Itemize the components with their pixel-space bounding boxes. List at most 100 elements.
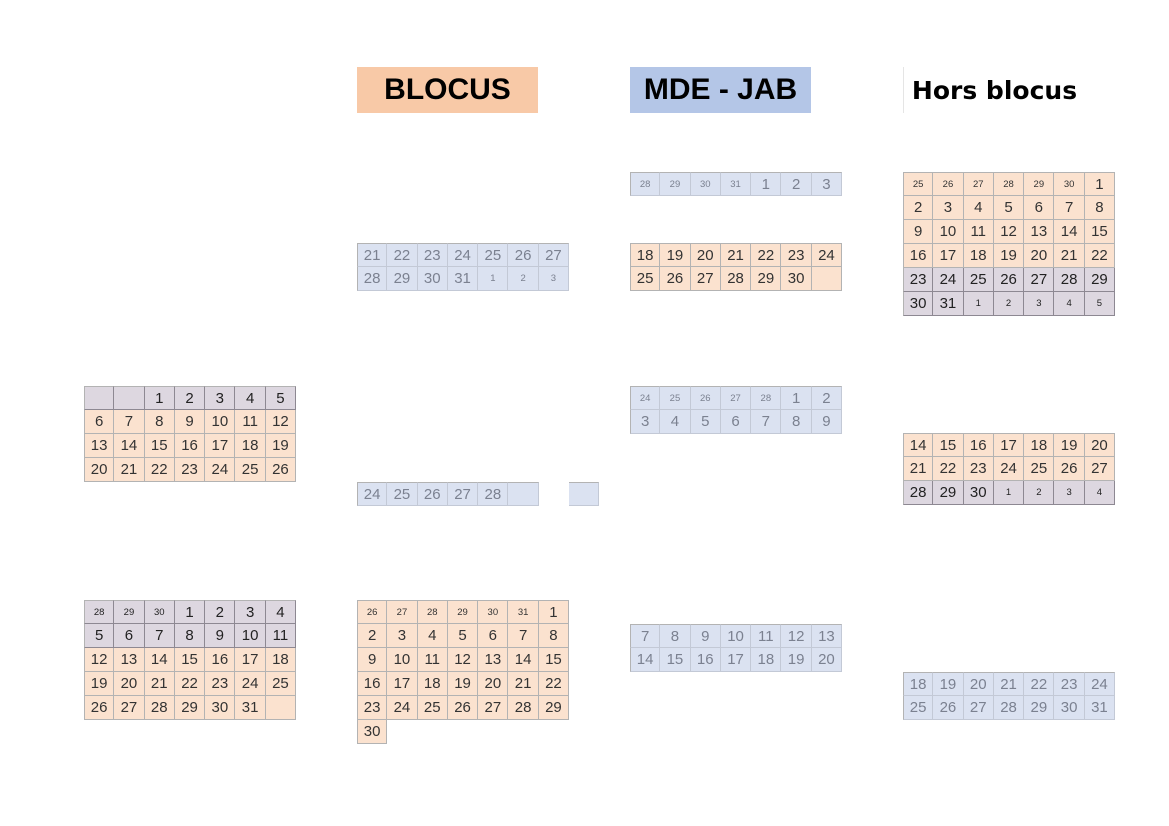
legend-blocus: BLOCUS — [357, 67, 538, 113]
day-cell: 27 — [387, 600, 418, 624]
day-cell: 2 — [508, 267, 539, 291]
day-cell: 16 — [174, 434, 206, 458]
day-cell: 13 — [478, 648, 509, 672]
day-cell: 29 — [174, 696, 206, 720]
day-cell: 29 — [1024, 172, 1055, 196]
day-cell: 3 — [538, 267, 570, 291]
day-cell: 31 — [1084, 696, 1116, 720]
day-cell: 5 — [690, 410, 721, 434]
day-cell: 21 — [508, 672, 539, 696]
day-cell: 18 — [630, 243, 661, 267]
legend-hors-blocus-label: Hors blocus — [911, 75, 1078, 105]
day-cell: 30 — [1054, 696, 1085, 720]
day-cell: 12 — [781, 624, 812, 648]
day-cell: 22 — [387, 243, 418, 267]
day-cell: 21 — [114, 458, 145, 482]
day-cell: 29 — [114, 600, 145, 624]
legend-mde-jab: MDE - JAB — [630, 67, 811, 113]
day-cell: 3 — [933, 196, 964, 220]
day-cell: 11 — [751, 624, 782, 648]
day-cell: 4 — [660, 410, 691, 434]
day-cell: 8 — [538, 624, 570, 648]
day-cell: 4 — [1054, 292, 1085, 316]
day-cell: 19 — [265, 434, 297, 458]
day-cell: 14 — [144, 648, 175, 672]
day-cell: 18 — [417, 672, 448, 696]
day-cell: 21 — [903, 457, 934, 481]
day-cell: 13 — [1024, 220, 1055, 244]
day-cell: 26 — [265, 458, 297, 482]
day-cell: 18 — [1024, 433, 1055, 457]
day-cell: 6 — [84, 410, 115, 434]
day-cell: 26 — [933, 696, 964, 720]
day-cell: 27 — [720, 386, 752, 410]
day-cell: 2 — [174, 386, 206, 410]
day-cell: 19 — [84, 672, 115, 696]
day-cell: 11 — [265, 624, 297, 648]
day-cell: 9 — [690, 624, 721, 648]
day-cell: 27 — [478, 696, 509, 720]
day-cell: 9 — [174, 410, 206, 434]
day-cell: 7 — [144, 624, 175, 648]
day-cell: 26 — [690, 386, 721, 410]
day-cell: 18 — [963, 244, 994, 268]
day-cell: 30 — [417, 267, 448, 291]
day-cell: 31 — [447, 267, 479, 291]
day-cell: 27 — [690, 267, 721, 291]
day-cell: 14 — [903, 433, 934, 457]
day-cell: 25 — [265, 672, 297, 696]
day-cell: 10 — [720, 624, 752, 648]
day-cell: 14 — [630, 648, 661, 672]
day-cell: 14 — [508, 648, 539, 672]
day-cell: 24 — [1084, 672, 1116, 696]
day-cell: 20 — [114, 672, 145, 696]
day-cell: 25 — [963, 268, 994, 292]
day-cell: 10 — [387, 648, 418, 672]
day-cell: 30 — [781, 267, 812, 291]
day-cell: 1 — [538, 600, 570, 624]
day-cell: 1 — [174, 600, 206, 624]
day-cell: 30 — [478, 600, 509, 624]
day-cell: 15 — [174, 648, 206, 672]
day-cell: 27 — [447, 482, 479, 506]
day-cell: 12 — [84, 648, 115, 672]
day-cell: 30 — [903, 292, 934, 316]
day-cell: 4 — [265, 600, 297, 624]
week-row: 30 — [357, 720, 569, 744]
empty-day-cell — [811, 267, 843, 291]
day-cell: 30 — [690, 172, 721, 196]
day-cell: 24 — [447, 243, 479, 267]
day-cell: 5 — [993, 196, 1025, 220]
day-cell: 18 — [751, 648, 782, 672]
day-cell: 24 — [205, 458, 236, 482]
legend-mde-jab-label: MDE - JAB — [643, 73, 798, 106]
day-cell: 22 — [144, 458, 175, 482]
day-cell: 30 — [357, 720, 388, 744]
day-cell: 27 — [538, 243, 570, 267]
day-cell: 23 — [903, 268, 934, 292]
day-cell: 8 — [1084, 196, 1116, 220]
day-cell: 27 — [114, 696, 145, 720]
day-cell: 27 — [963, 696, 994, 720]
day-cell: 17 — [387, 672, 418, 696]
day-cell: 23 — [417, 243, 448, 267]
day-cell: 21 — [720, 243, 752, 267]
day-cell: 17 — [933, 244, 964, 268]
day-cell: 25 — [235, 458, 266, 482]
day-cell: 25 — [903, 172, 934, 196]
day-cell: 9 — [357, 648, 388, 672]
